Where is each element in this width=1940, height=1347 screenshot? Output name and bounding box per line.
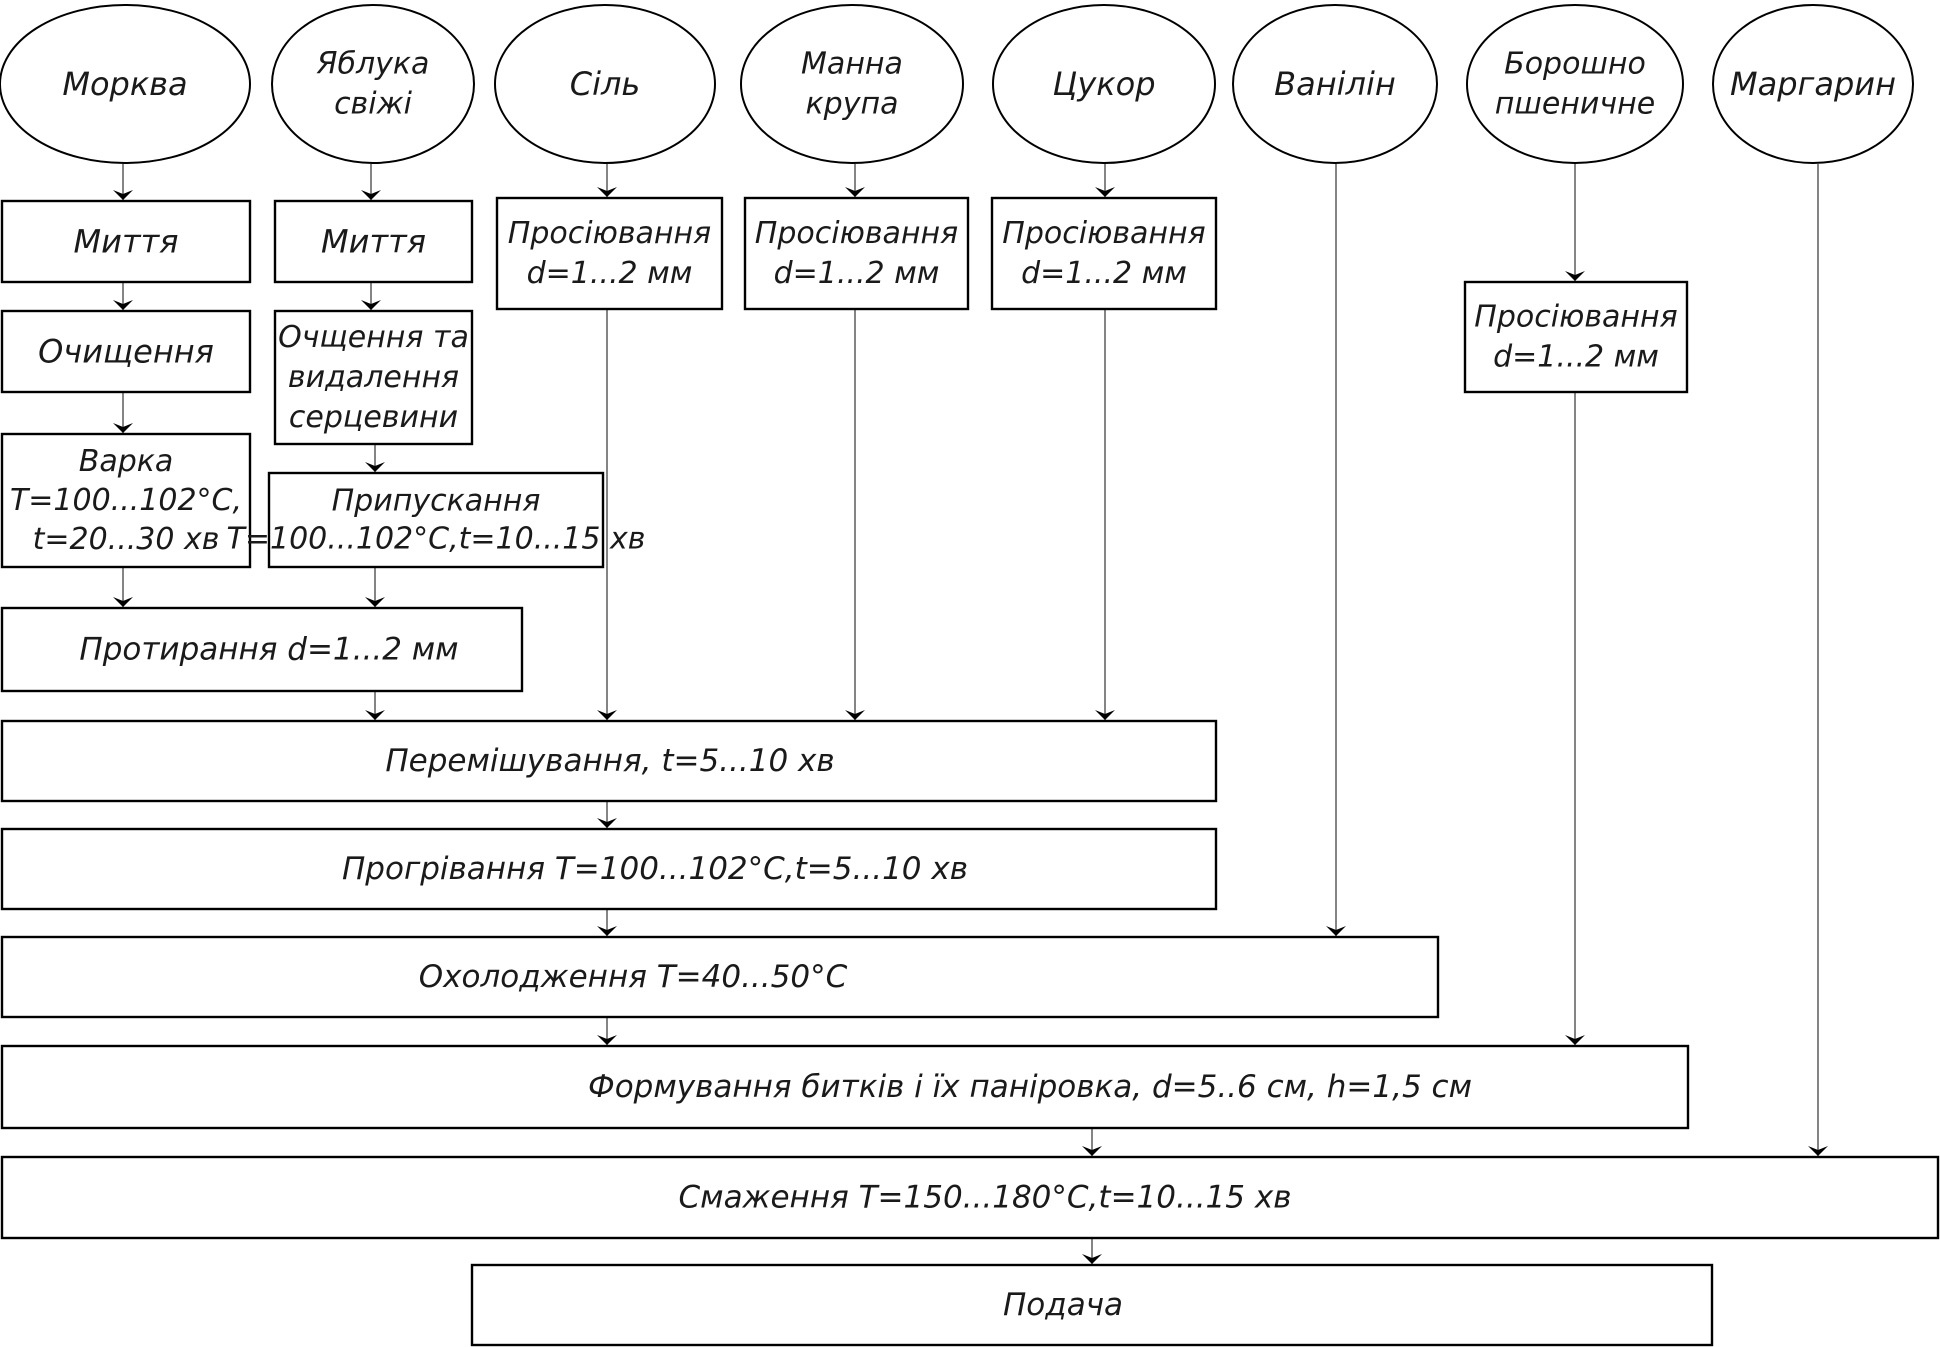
operation-box <box>470 1263 1714 1347</box>
operation-box <box>273 199 474 284</box>
node-label-line: свіжі <box>334 87 413 122</box>
node-label-line: t=20...30 хв <box>33 522 220 557</box>
operation-okholodzhennia: Охолодження T=40...50°C <box>0 935 1440 1019</box>
node-label-line: Очщення та <box>278 320 469 355</box>
operation-box <box>0 199 252 284</box>
node-label-line: Сіль <box>570 65 641 103</box>
node-label-line: Протирання d=1...2 мм <box>79 632 458 668</box>
operation-prosiuvannia_manna: Просіювання d=1...2 мм <box>743 196 970 311</box>
node-label-line: T=100...102°C, <box>10 483 242 518</box>
node-label-line: Манна <box>801 47 903 82</box>
operation-smazhennia: Смаження T=150...180°C,t=10...15 хв <box>0 1155 1940 1240</box>
connectors <box>113 164 1828 1264</box>
operation-box <box>1463 280 1689 394</box>
operation-myttia2: Миття <box>273 199 474 284</box>
operation-prosiuvannia_sil: Просіювання d=1...2 мм <box>495 196 724 311</box>
node-label-line: Варка <box>79 444 174 479</box>
operation-prosiuvannia_boroshno: Просіювання d=1...2 мм <box>1463 280 1689 394</box>
ingredient-vanilin: Ванілін <box>1232 4 1438 164</box>
node-label-line: Морква <box>62 65 187 103</box>
operation-peremishuvannia: Перемішування, t=5...10 хв <box>0 719 1218 803</box>
operation-box <box>273 309 474 446</box>
operation-myttia1: Миття <box>0 199 252 284</box>
node-label-line: Просіювання <box>755 216 958 251</box>
node-label-line: d=1...2 мм <box>774 256 940 291</box>
operation-box <box>0 827 1218 911</box>
operation-box <box>743 196 970 311</box>
operation-formuvannia: Формування битків і їх паніровка, d=5..6… <box>0 1044 1690 1130</box>
node-label-line: d=1...2 мм <box>1021 256 1187 291</box>
operation-ochyshchennia2: Очщення та видалення серцевини <box>273 309 474 446</box>
ingredient-ellipse <box>740 4 964 164</box>
node-label-line: d=1...2 мм <box>527 256 693 291</box>
ingredient-tsukor: Цукор <box>992 4 1216 164</box>
operation-box <box>0 719 1218 803</box>
node-label-line: видалення <box>288 360 459 395</box>
ingredient-margaryn: Маргарин <box>1712 4 1914 164</box>
operation-box <box>0 606 524 693</box>
operation-box <box>0 432 252 569</box>
node-label-line: Цукор <box>1053 65 1156 103</box>
ingredient-ellipse <box>1232 4 1438 164</box>
node-label-line: серцевини <box>289 400 458 435</box>
node-label-line: Формування битків і їх паніровка, d=5..6… <box>588 1069 1472 1105</box>
node-label-line: Припускання <box>332 484 541 519</box>
ingredient-ellipse <box>0 4 251 164</box>
operation-box <box>267 471 605 569</box>
node-label-line: Прогрівання T=100...102°C,t=5...10 хв <box>342 851 968 887</box>
node-label-line: Миття <box>321 223 426 261</box>
node-label-line: d=1...2 мм <box>1493 340 1659 375</box>
node-label-line: Просіювання <box>508 216 711 251</box>
ingredient-boroshno: Борошно пшеничне <box>1466 4 1684 164</box>
ingredient-manna: Манна крупа <box>740 4 964 164</box>
node-label-line: T=100...102°C,t=10...15 хв <box>227 522 646 557</box>
operation-progrivannia: Прогрівання T=100...102°C,t=5...10 хв <box>0 827 1218 911</box>
ingredient-ellipse <box>271 4 475 164</box>
node-label-line: Подача <box>1003 1287 1123 1323</box>
node-label-line: Просіювання <box>1002 216 1205 251</box>
operation-box <box>495 196 724 311</box>
node-label-line: Яблука <box>316 47 430 82</box>
operation-protyrannia: Протирання d=1...2 мм <box>0 606 524 693</box>
node-label-line: Перемішування, t=5...10 хв <box>385 743 834 779</box>
node-label-line: Очищення <box>38 333 214 371</box>
ingredient-sil: Сіль <box>494 4 716 164</box>
ingredient-ellipse <box>992 4 1216 164</box>
node-label-line: Миття <box>74 223 179 261</box>
operation-prosiuvannia_tsukor: Просіювання d=1...2 мм <box>990 196 1218 311</box>
node-label-line: крупа <box>806 87 899 122</box>
ingredient-ellipse <box>1466 4 1684 164</box>
node-label-line: Маргарин <box>1730 65 1896 103</box>
node-label-line: Ванілін <box>1274 65 1396 103</box>
operation-box <box>990 196 1218 311</box>
operation-box <box>0 1155 1940 1240</box>
ingredient-ellipse <box>1712 4 1914 164</box>
operation-box <box>0 309 252 394</box>
operation-ochyshchennia: Очищення <box>0 309 252 394</box>
node-label-line: Просіювання <box>1474 300 1677 335</box>
operation-box <box>0 1044 1690 1130</box>
node-label-line: Борошно <box>1504 47 1646 82</box>
ingredient-yabluka: Яблука свіжі <box>271 4 475 164</box>
ingredient-morkva: Морква <box>0 4 251 164</box>
node-label-line: Смаження T=150...180°C,t=10...15 хв <box>679 1180 1292 1216</box>
ingredient-ellipse <box>494 4 716 164</box>
operation-box <box>0 935 1440 1019</box>
operation-podacha: Подача <box>470 1263 1714 1347</box>
node-label-line: пшеничне <box>1495 87 1655 122</box>
nodes: Морква Яблука свіжі Сіль Манна крупа Цукор Вані… <box>0 4 1940 1347</box>
node-label-line: Охолодження T=40...50°C <box>419 959 848 995</box>
